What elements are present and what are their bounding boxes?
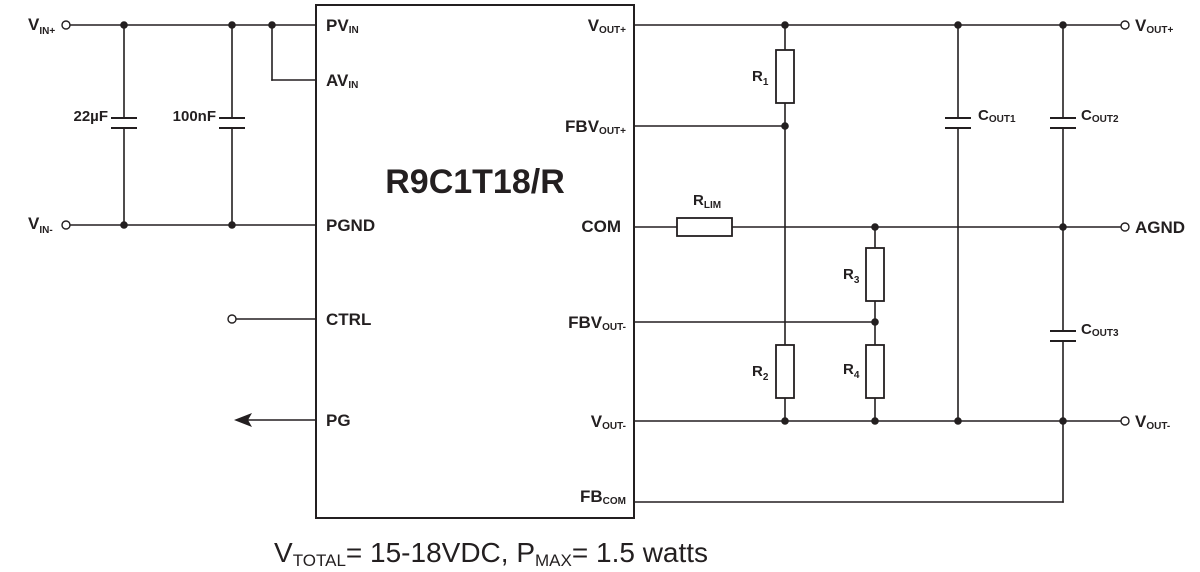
junction-dot (228, 21, 236, 29)
junction-dot (871, 223, 879, 231)
junction-dot (871, 318, 879, 326)
junction-dot (120, 21, 128, 29)
label-cout1: COUT1 (978, 107, 1016, 125)
pin-label-fbvout-minus: FBVOUT- (568, 313, 626, 333)
terminal-agnd (1120, 222, 1130, 232)
junction-dot (228, 221, 236, 229)
chip-name: R9C1T18/R (385, 163, 565, 201)
pin-label-com: COM (581, 217, 621, 236)
label-r4: R4 (843, 361, 860, 381)
pin-label-fbvout-plus: FBVOUT+ (565, 117, 626, 137)
pin-label-vout-plus: VOUT+ (588, 16, 626, 36)
terminal-label-vout-minus: VOUT- (1135, 412, 1170, 432)
resistor-r3 (865, 247, 885, 302)
junction-dot (1059, 21, 1067, 29)
resistor-r1 (775, 49, 795, 104)
junction-dot (268, 21, 276, 29)
label-cout2: COUT2 (1081, 107, 1119, 125)
pin-label-avin: AVIN (326, 71, 358, 91)
junction-dot (781, 21, 789, 29)
label-cout3: COUT3 (1081, 321, 1119, 339)
pin-label-ctrl: CTRL (326, 310, 371, 329)
pin-label-pgnd: PGND (326, 216, 375, 235)
resistor-r4 (865, 344, 885, 399)
terminal-vin-plus (61, 20, 71, 30)
label-rlim: RLIM (693, 192, 721, 211)
terminal-label-agnd: AGND (1135, 218, 1185, 237)
junction-dot (120, 221, 128, 229)
terminal-vin-minus (61, 220, 71, 230)
output-wiring (633, 20, 1130, 503)
junction-dot (1059, 417, 1067, 425)
junction-dot (1059, 223, 1067, 231)
junction-dot (954, 21, 962, 29)
pg-arrow-icon (234, 413, 252, 427)
terminal-label-vin-plus: VIN+ (28, 15, 55, 37)
junction-dot (954, 417, 962, 425)
label-c-22uf: 22µF (74, 108, 109, 125)
terminal-vout-minus (1120, 416, 1130, 426)
terminal-label-vin-minus: VIN- (28, 214, 53, 236)
label-c-100nf: 100nF (173, 108, 216, 125)
junction-dot (781, 417, 789, 425)
input-wiring (61, 20, 317, 427)
pin-label-pg: PG (326, 411, 351, 430)
label-r1: R1 (752, 68, 769, 88)
label-r2: R2 (752, 363, 769, 383)
resistor-r2 (775, 344, 795, 399)
terminal-label-vout-plus: VOUT+ (1135, 16, 1173, 36)
junction-dot (871, 417, 879, 425)
pin-label-vout-minus: VOUT- (591, 412, 626, 432)
footnote-specs: VTOTAL= 15-18VDC, PMAX= 1.5 watts (274, 537, 708, 570)
pin-label-fbcom: FBCOM (580, 487, 626, 507)
label-r3: R3 (843, 266, 860, 286)
resistor-rlim (676, 217, 733, 237)
pin-label-pvin: PVIN (326, 16, 359, 36)
junction-dot (781, 122, 789, 130)
terminal-ctrl (227, 314, 237, 324)
terminal-vout-plus (1120, 20, 1130, 30)
chip-body (315, 4, 635, 519)
